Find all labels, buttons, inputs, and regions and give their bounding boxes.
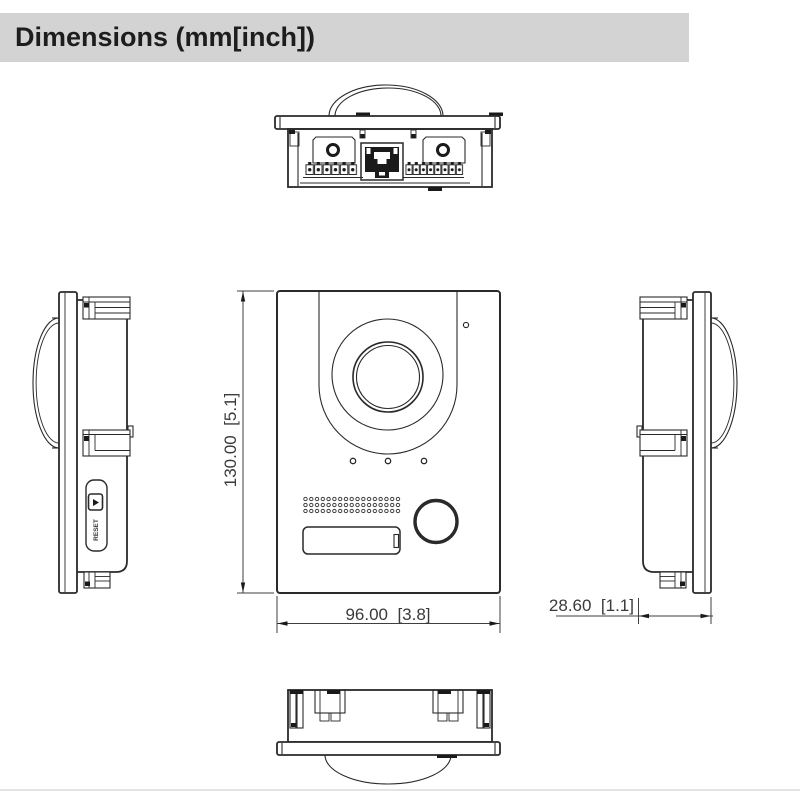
clip-tower-right bbox=[432, 689, 464, 722]
faceplate-bottom bbox=[276, 741, 501, 756]
dimension-width: 96.00 [3.8] bbox=[276, 596, 501, 633]
camera-lens-inner bbox=[355, 344, 421, 410]
dimension-depth-label: 28.60 [1.1] bbox=[549, 596, 634, 615]
camera-housing bbox=[318, 291, 458, 455]
dimension-width-label: 96.00 [3.8] bbox=[345, 605, 430, 624]
bottom-view bbox=[276, 689, 501, 785]
microphone-hole bbox=[462, 321, 470, 329]
device-body-bottom bbox=[287, 689, 493, 743]
screw-hole-right bbox=[436, 143, 450, 157]
clip-tower-left bbox=[314, 689, 346, 722]
camera-dome-inner bbox=[334, 87, 442, 117]
page-title: Dimensions (mm[inch]) bbox=[15, 22, 316, 52]
indicator-leds bbox=[349, 457, 428, 465]
dimension-height-label: 130.00 [5.1] bbox=[221, 393, 240, 488]
front-view bbox=[276, 290, 501, 594]
sd-card-icon bbox=[87, 493, 104, 511]
side-view-right bbox=[636, 291, 738, 594]
terminal-block-right bbox=[405, 162, 464, 175]
side-view-left: RESET bbox=[32, 291, 134, 594]
dimension-height: 130.00 [5.1] bbox=[221, 290, 274, 594]
screw-plate-right bbox=[422, 136, 466, 164]
camera-lens-outer bbox=[352, 341, 424, 413]
sd-reset-panel: RESET bbox=[85, 479, 108, 552]
front-panel bbox=[276, 290, 501, 594]
sd-card-arrow-icon bbox=[93, 499, 99, 506]
dimension-depth: 28.60 [1.1] bbox=[549, 596, 713, 624]
terminal-block-left bbox=[305, 162, 358, 175]
edge-tab-right bbox=[476, 689, 491, 729]
faceplate-top bbox=[274, 115, 501, 130]
camera-dome-outer bbox=[328, 84, 444, 117]
dome-tab-right bbox=[489, 112, 503, 116]
dome-tab-left bbox=[356, 112, 370, 116]
camera-ring bbox=[331, 318, 444, 431]
call-button bbox=[413, 498, 459, 545]
device-body-top bbox=[287, 128, 493, 188]
speaker-grille bbox=[302, 496, 401, 514]
top-view bbox=[274, 84, 503, 191]
reset-label: RESET bbox=[93, 519, 100, 541]
screw-hole-left bbox=[326, 143, 340, 157]
screw-plate-left bbox=[312, 136, 356, 164]
nameplate-latch bbox=[393, 533, 400, 549]
edge-tab-left bbox=[289, 689, 304, 729]
header-bar: Dimensions (mm[inch]) bbox=[0, 13, 689, 62]
camera-dome-bottom bbox=[324, 754, 452, 785]
nameplate bbox=[302, 526, 401, 555]
rj45-port-icon bbox=[360, 142, 404, 181]
